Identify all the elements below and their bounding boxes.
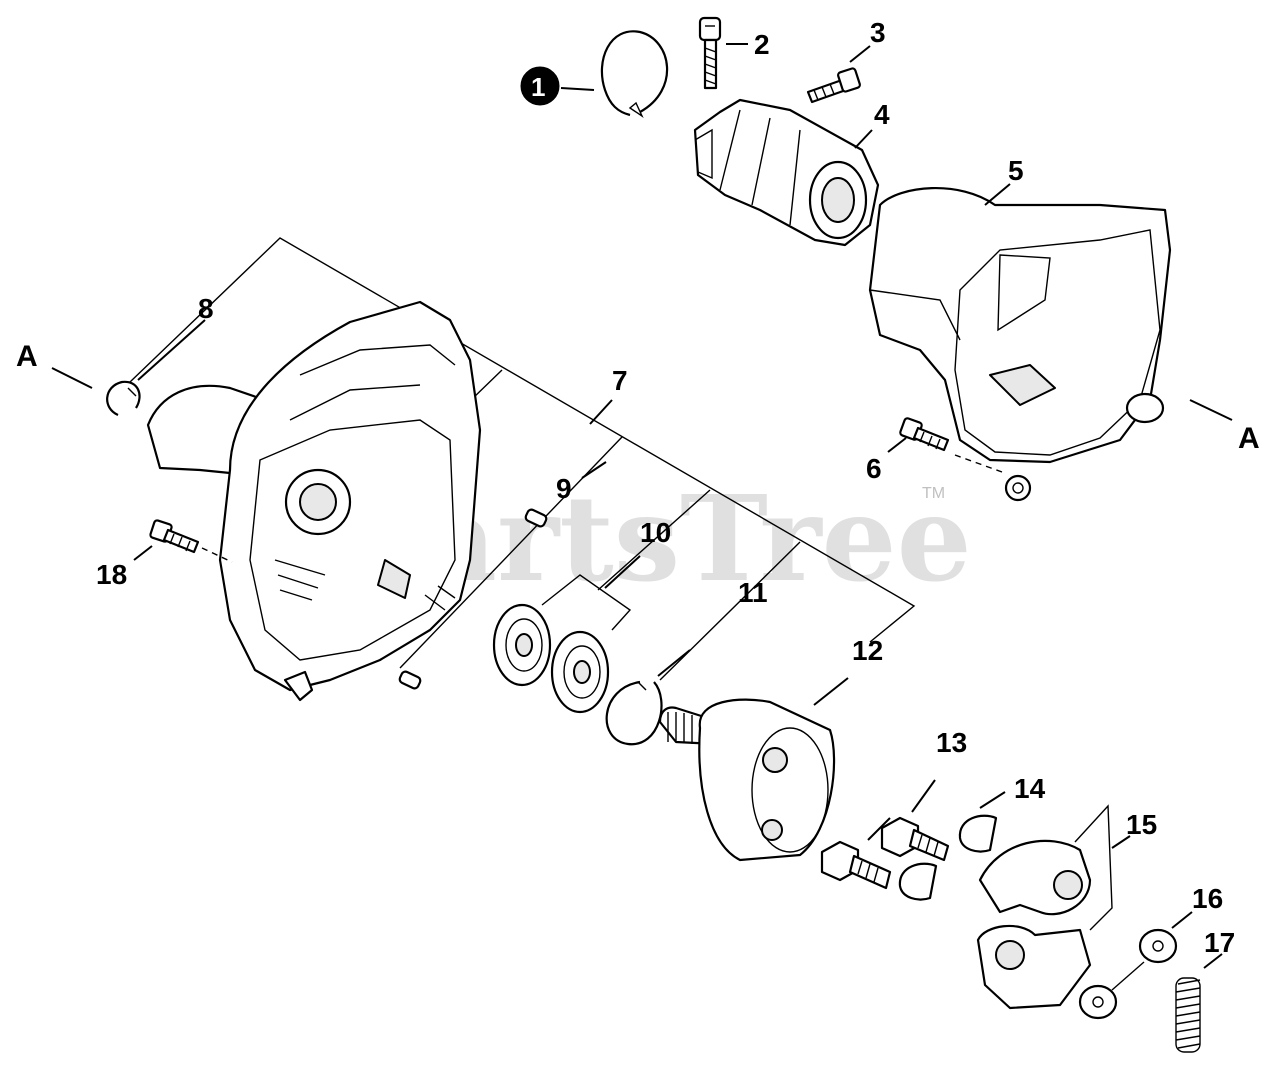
callout-13: 13 [936,727,967,758]
part-9-pins [398,508,548,690]
part-17-spring [1175,977,1201,1053]
callout-14: 14 [1014,773,1046,804]
callout-1: 1 [520,66,595,106]
part-18-screw [149,519,233,563]
part-13-bolts [820,816,950,890]
callout-3: 3 [870,17,886,48]
reference-a-left: A [16,340,38,373]
callout-5: 5 [1008,155,1024,186]
part-5-housing [868,187,1172,464]
part-3-screw [806,67,861,104]
part-1-circlip [600,30,669,118]
part-8-ring [106,380,141,417]
part-16-washers [1078,928,1178,1020]
callout-11: 11 [738,577,768,608]
callout-15: 15 [1126,809,1157,840]
reference-a-right: A [1238,422,1260,455]
part-14-washers [898,814,998,901]
callout-2: 2 [754,29,770,60]
part-12-clutch-drum [658,698,836,862]
callout-12: 12 [852,635,883,666]
part-10-bearings [492,574,632,714]
callout-18: 18 [96,559,127,590]
callout-4: 4 [874,99,890,130]
callout-8: 8 [198,293,214,324]
part-6-screw [899,417,1032,502]
callout-10: 10 [640,517,671,548]
callout-16: 16 [1192,883,1223,914]
watermark-trademark: TM [922,485,945,502]
part-11-circlip [605,680,663,746]
callout-6: 6 [866,453,882,484]
part-15-clutch-shoes [976,804,1113,1010]
callout-17: 17 [1204,927,1235,958]
part-4-clamp [693,98,880,247]
callout-9: 9 [556,473,572,504]
callout-7: 7 [612,365,628,396]
part-7-crankcase [146,300,482,702]
callout-1-label: 1 [531,72,545,102]
part-2-screw [698,16,722,90]
